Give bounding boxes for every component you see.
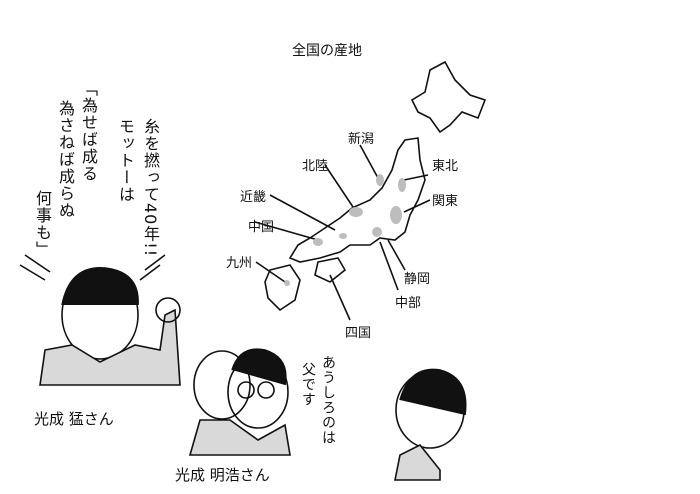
quote-line1: 「為せば成る xyxy=(79,80,98,182)
map-title: 全国の産地 xyxy=(292,43,362,59)
label-chubu: 中部 xyxy=(395,296,422,311)
caption-father: 光成 猛さん xyxy=(34,410,114,428)
kyushu-outline xyxy=(264,264,301,312)
caption-son: 光成 明浩さん xyxy=(175,466,270,484)
father-hair xyxy=(61,267,139,306)
label-kinki: 近畿 xyxy=(240,190,267,205)
quote-line3: 何事も」 xyxy=(33,190,52,258)
label-tohoku: 東北 xyxy=(432,159,459,174)
speech-line2: モットーは xyxy=(116,118,135,203)
son-speech-line2: 父です xyxy=(300,362,316,407)
label-kanto: 関東 xyxy=(432,194,459,209)
speech-line1: 糸を撚って40年!! xyxy=(141,118,160,258)
label-chugoku: 中国 xyxy=(248,220,275,235)
label-niigata: 新潟 xyxy=(348,132,375,147)
label-shizuoka: 静岡 xyxy=(404,272,431,287)
label-kyushu: 九州 xyxy=(226,256,253,271)
quote-line2: 為さねば成らぬ xyxy=(56,100,75,219)
honshu-outline xyxy=(288,137,426,263)
label-hokuriku: 北陸 xyxy=(302,159,329,174)
production-areas xyxy=(284,174,406,286)
hokkaido-outline xyxy=(410,60,487,134)
label-shikoku: 四国 xyxy=(345,326,372,341)
son-speech-line1: あうしろのは xyxy=(320,355,336,445)
shikoku-outline xyxy=(314,257,347,283)
